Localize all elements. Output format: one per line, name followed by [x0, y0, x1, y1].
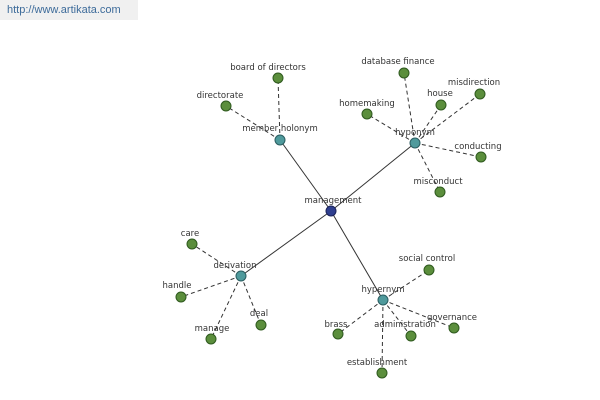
edge-hyponym — [330, 142, 416, 212]
node-management[interactable] — [325, 205, 337, 217]
node-house[interactable] — [435, 99, 447, 111]
edge-hypernym-administration — [382, 299, 412, 337]
node-hypernym[interactable] — [377, 294, 389, 306]
node-manage[interactable] — [205, 333, 217, 345]
node-member-holonym[interactable] — [274, 134, 286, 146]
node-board-of-directors[interactable] — [272, 72, 284, 84]
node-database-finance[interactable] — [398, 67, 410, 79]
label-manage: manage — [195, 324, 230, 334]
edge-member-holonym-board-of-directors — [277, 77, 281, 141]
label-administration: administration — [374, 320, 436, 330]
node-misdirection[interactable] — [474, 88, 486, 100]
label-deal: deal — [250, 309, 268, 319]
watermark-url: http://www.artikata.com — [7, 4, 121, 16]
edge-derivation — [240, 210, 332, 277]
edge-hypernym — [330, 210, 384, 301]
labels-layer: board of directors directorate member holo… — [163, 57, 502, 368]
node-governance[interactable] — [448, 322, 460, 334]
node-derivation[interactable] — [235, 270, 247, 282]
label-brass: brass — [325, 320, 349, 330]
node-deal[interactable] — [255, 319, 267, 331]
label-handle: handle — [163, 281, 192, 291]
label-homemaking: homemaking — [339, 99, 395, 109]
node-social-control[interactable] — [423, 264, 435, 276]
label-board-of-directors: board of directors — [230, 63, 306, 73]
edge-hypernym-social-control — [382, 269, 430, 301]
label-misconduct: misconduct — [413, 177, 463, 187]
label-establishment: establishment — [347, 358, 408, 368]
node-administration[interactable] — [405, 330, 417, 342]
label-hyponym: hyponym — [395, 128, 435, 138]
node-directorate[interactable] — [220, 100, 232, 112]
edge-hyponym-conducting — [414, 142, 482, 158]
node-brass[interactable] — [332, 328, 344, 340]
node-homemaking[interactable] — [361, 108, 373, 120]
node-handle[interactable] — [175, 291, 187, 303]
label-social-control: social control — [399, 254, 455, 264]
node-care[interactable] — [186, 238, 198, 250]
edge-derivation-care — [191, 243, 242, 277]
node-misconduct[interactable] — [434, 186, 446, 198]
label-conducting: conducting — [454, 142, 501, 152]
edge-hypernym-brass — [337, 299, 384, 335]
edge-hyponym-misconduct — [414, 142, 441, 193]
nodes-layer — [175, 67, 487, 379]
label-misdirection: misdirection — [448, 78, 500, 88]
edge-hyponym-database-finance — [403, 72, 416, 144]
edge-member-holonym — [279, 139, 332, 212]
edge-hyponym-homemaking — [366, 113, 416, 144]
edge-member-holonym-directorate — [225, 105, 281, 141]
label-governance: governance — [427, 313, 477, 323]
label-hypernym: hypernym — [361, 285, 404, 295]
label-directorate: directorate — [197, 91, 244, 101]
node-establishment[interactable] — [376, 367, 388, 379]
label-derivation: derivation — [213, 261, 256, 271]
label-member-holonym: member holonym — [242, 124, 317, 134]
edge-hyponym-house — [414, 104, 442, 144]
node-conducting[interactable] — [475, 151, 487, 163]
label-care: care — [181, 229, 199, 239]
node-hyponym[interactable] — [409, 137, 421, 149]
label-database-finance: database finance — [361, 57, 434, 67]
edges-layer — [180, 72, 482, 374]
edge-derivation-handle — [180, 275, 242, 298]
label-house: house — [427, 89, 453, 99]
watermark: http://www.artikata.com — [0, 0, 138, 20]
label-management: management — [305, 196, 363, 206]
edge-hypernym-governance — [382, 299, 455, 329]
edge-derivation-deal — [240, 275, 262, 326]
edge-hypernym-establishment — [381, 299, 384, 374]
edge-derivation-manage — [210, 275, 242, 340]
